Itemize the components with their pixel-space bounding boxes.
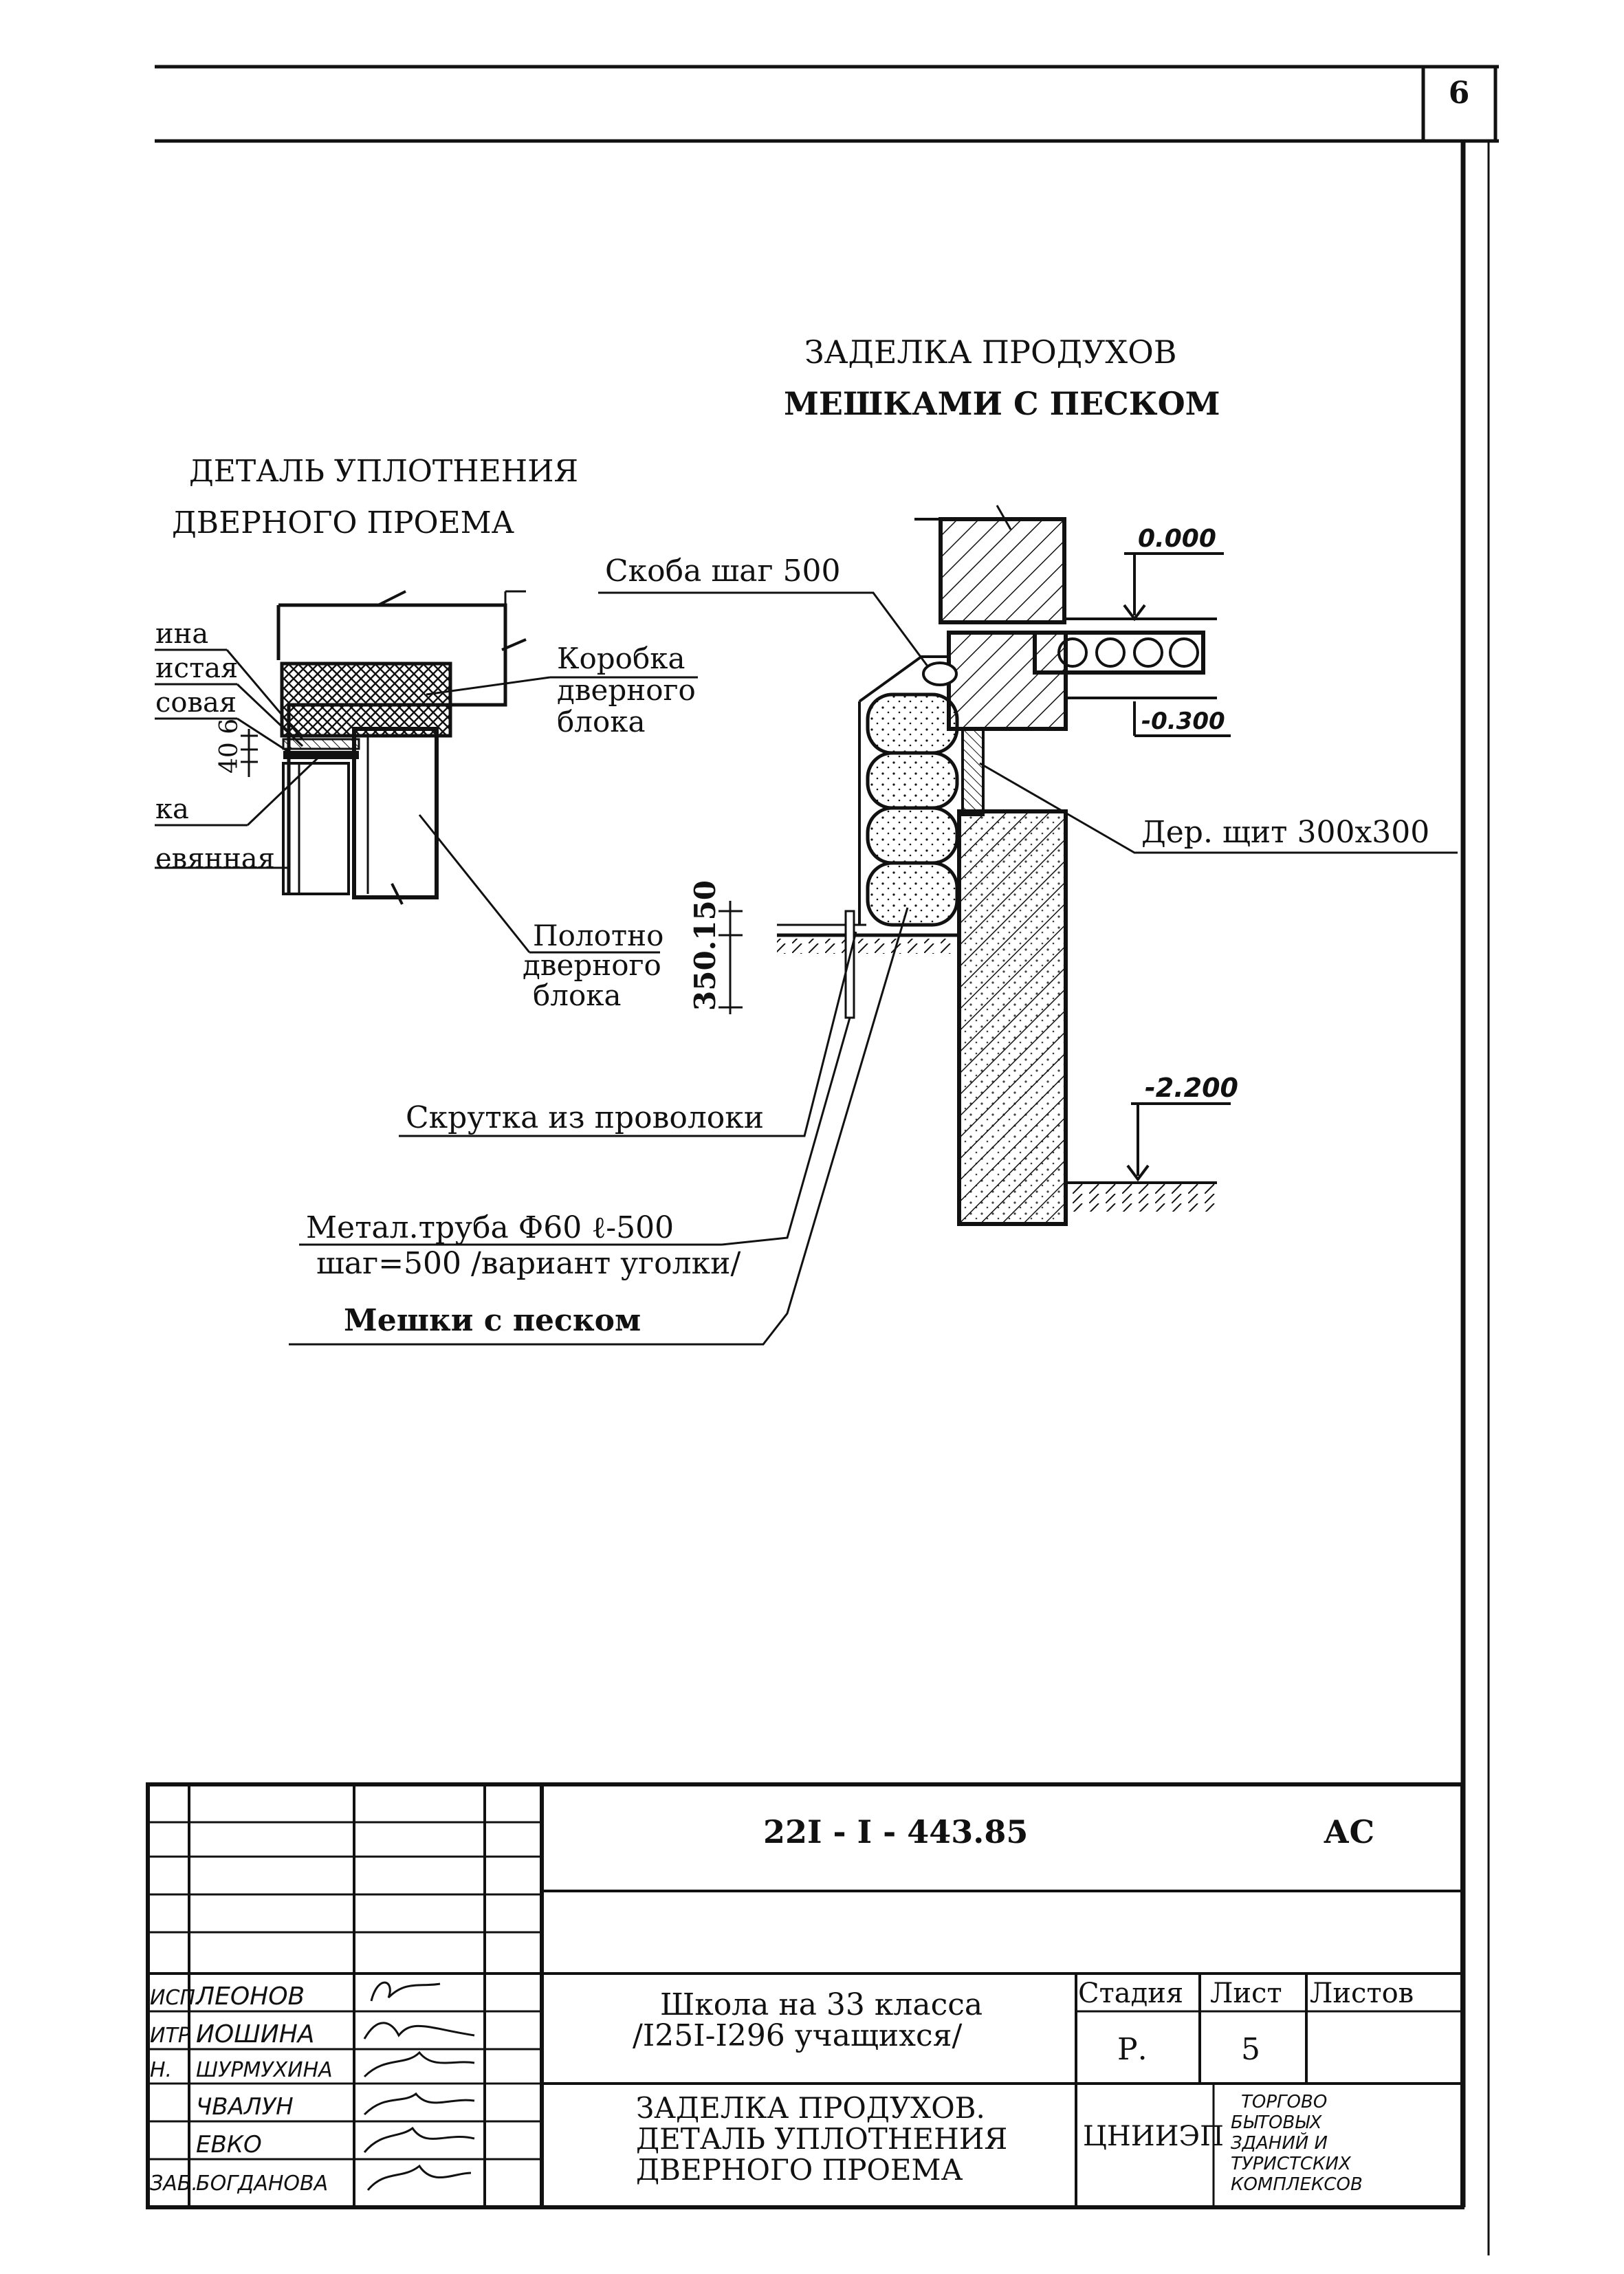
doc-mark: АС [1324,1813,1374,1850]
level-mid-text: -0.300 [1141,708,1225,735]
hollow-core-slab [1033,631,1205,675]
cut-label-4: ка [155,794,189,825]
org-desc-4: ТУРИСТСКИХ [1231,2154,1352,2174]
box-frame-label-3: блока [557,705,646,739]
sheet-header: Лист [1210,1978,1282,2009]
org-desc-2: БЫТОВЫХ [1231,2112,1323,2133]
sheet-title-line3: ДВЕРНОГО ПРОЕМА [636,2153,963,2187]
doc-code: 22I - I - 443.85 [763,1813,1028,1850]
level-marker-bottom: -2.200 [1126,1073,1238,1182]
box-frame-label-2: дверного [557,673,696,707]
stage-value: Р. [1117,2032,1148,2067]
cut-label-1: ина [155,618,208,650]
name-2: ИОШИНА [196,2020,314,2048]
sheet-title-line2: ДЕТАЛЬ УПЛОТНЕНИЯ [636,2122,1007,2156]
sheet-title-line1: ЗАДЕЛКА ПРОДУХОВ. [636,2091,985,2125]
box-frame-label-1: Коробка [557,642,685,675]
name-3: ШУРМУХИНА [196,2058,333,2082]
upper-wall-block [939,517,1066,624]
role-3: Н. [150,2058,172,2082]
name-5: ЕВКО [196,2131,262,2158]
door-leaf-label-1: Полотно [533,919,663,952]
signatures [363,1981,475,2191]
title-block: 22I - I - 443.85 АС Школа на 33 класса /… [146,1782,1464,2209]
org-desc-5: КОМПЛЕКСОВ [1231,2174,1363,2195]
vertical-dimension-text: 350.150 [688,880,722,1011]
cut-label-5: евянная [155,843,275,875]
name-6: БОГДАНОВА [196,2172,328,2196]
slab-voids [1057,637,1199,668]
vertical-dimension: 350.150 [688,880,743,1014]
level-bottom-text: -2.200 [1145,1073,1238,1103]
floor-slab-edge [947,631,1068,731]
sandbags-stack [858,655,959,927]
pipe-label-line1: Метал.труба Ф60 ℓ-500 [306,1210,674,1245]
door-seal-detail: ДЕТАЛЬ УПЛОТНЕНИЯ ДВЕРНОГО ПРОЕМА 40 6 и… [155,454,698,1012]
vent-sealing-detail: ЗАДЕЛКА ПРОДУХОВ МЕШКАМИ С ПЕСКОМ [289,334,1458,1346]
stage-header: Стадия [1078,1978,1183,2009]
name-4: ЧВАЛУН [196,2093,294,2121]
right-detail-title-line1: ЗАДЕЛКА ПРОДУХОВ [804,334,1177,371]
org-name: ЦНИИЭП [1083,2121,1224,2152]
sandbags-label: Мешки с песком [344,1303,641,1338]
door-leaf-label-3: блока [533,979,622,1012]
name-1: ЛЕОНОВ [195,1982,305,2011]
org-desc-1: ТОРГОВО [1241,2092,1327,2112]
role-2: ИТР [150,2024,191,2048]
seal-strip-1 [282,738,360,750]
signature-names: ЛЕОНОВ ИОШИНА ШУРМУХИНА ЧВАЛУН ЕВКО БОГД… [195,1982,333,2196]
level-top-text: 0.000 [1138,525,1216,553]
wood-board-label: Дер. щит 300x300 [1141,815,1429,850]
sheets-header: Листов [1310,1978,1414,2009]
seal-dimension: 40 6 [215,719,243,774]
left-detail-title-line1: ДЕТАЛЬ УПЛОТНЕНИЯ [189,454,578,489]
cut-label-2: истая [155,653,238,684]
wire-twist-label: Скрутка из проволоки [406,1100,764,1135]
project-line2: /I25I-I296 учащихся/ [633,2018,962,2053]
role-1: ИСП. [150,1986,201,2010]
sheet-number: 6 [1449,76,1470,111]
door-leaf-label-2: дверного [523,948,661,982]
door-frame-box [280,662,452,738]
pipe-label-line2: шаг=500 /вариант уголки/ [316,1246,740,1281]
right-detail-title-line2: МЕШКАМИ С ПЕСКОМ [784,385,1220,422]
cut-label-3: совая [155,687,237,719]
level-marker-top: 0.000 [1123,525,1224,622]
door-leaf [352,727,439,899]
wood-board [961,728,985,816]
level-marker-mid: -0.300 [1133,701,1231,737]
sheet-value: 5 [1241,2032,1260,2067]
bracket-label: Скоба шаг 500 [605,554,841,589]
project-line1: Школа на 33 класса [660,1987,983,2022]
signature-roles: ИСП. ИТР Н. ЗАБ. [150,1986,201,2196]
role-6: ЗАБ. [150,2172,198,2196]
left-detail-title-line2: ДВЕРНОГО ПРОЕМА [172,505,514,540]
org-desc-3: ЗДАНИЙ И [1231,2132,1328,2154]
